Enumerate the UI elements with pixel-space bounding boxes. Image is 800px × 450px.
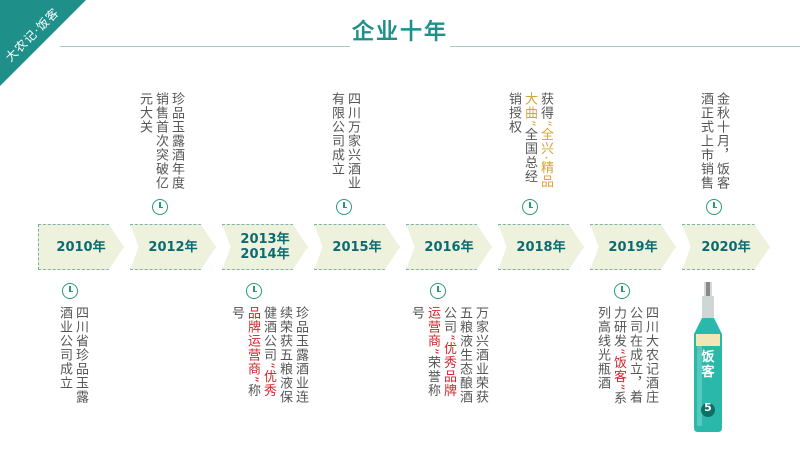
- year-2016: 2016年: [406, 224, 492, 270]
- event-2018-part-a: 获得: [538, 92, 553, 120]
- bottle-image: 饭客 5: [690, 282, 726, 436]
- clock-icon: [430, 283, 446, 299]
- bottle-label-band: [696, 334, 720, 346]
- clock-icon: [706, 199, 722, 215]
- event-2013-part-a: 珍品玉露酒业连续荣获五粮液保健酒公司: [261, 306, 308, 404]
- page-title: 企业十年: [351, 20, 448, 45]
- year-2018: 2018年: [498, 224, 584, 270]
- event-2013-part-b: 称号: [229, 306, 260, 398]
- event-2015-text: 四川万家兴酒业有限公司成立: [329, 92, 360, 190]
- bottle-label: 饭客: [701, 350, 715, 380]
- clock-icon: [152, 199, 168, 215]
- event-2016-text: 万家兴酒业荣获五粮液生态酿酒公司“优秀品牌运营商”荣誉称号: [408, 306, 488, 410]
- year-2019: 2019年: [590, 224, 676, 270]
- event-2013-highlight: “优秀品牌运营商”: [245, 306, 276, 398]
- event-2018-part-b: 全国总经销授权: [506, 92, 537, 184]
- bottle-reed: [706, 282, 710, 296]
- event-2012-text: 珍品玉露酒年度销售首次突破亿元大关: [137, 92, 184, 190]
- year-2013-2014: 2013年 2014年: [222, 224, 308, 270]
- year-2012: 2012年: [130, 224, 216, 270]
- year-2015: 2015年: [314, 224, 400, 270]
- event-2016-part-b: 荣誉称号: [409, 306, 440, 398]
- bottle-badge: [701, 403, 715, 417]
- event-2020-text: 金秋十月，饭客酒正式上市销售: [698, 92, 729, 190]
- event-2018-highlight: “全兴·精品大曲”: [522, 92, 553, 189]
- corner-ribbon: [0, 0, 86, 86]
- bottle-number: 5: [704, 401, 712, 414]
- clock-icon: [62, 283, 78, 299]
- clock-icon: [614, 283, 630, 299]
- event-2010-text: 四川省珍品玉露酒业公司成立: [57, 306, 88, 404]
- event-2019-text: 四川大农记酒庄公司在成立，着力研发“饭客”系列高线光瓶酒: [594, 306, 658, 410]
- event-2016-part-a: 万家兴酒业荣获五粮液生态酿酒公司: [441, 306, 488, 404]
- title-divider-left: [60, 46, 350, 47]
- bottle-svg: [694, 282, 722, 432]
- title-divider-right: [450, 46, 800, 47]
- event-2019-part-a: 四川大农记酒庄公司在成立，着力研发: [611, 306, 658, 404]
- clock-icon: [336, 199, 352, 215]
- bottle-highlight: [697, 338, 702, 426]
- event-2019-highlight: “饭客”: [611, 348, 626, 392]
- clock-icon: [522, 199, 538, 215]
- event-2013-text: 珍品玉露酒业连续荣获五粮液保健酒公司“优秀品牌运营商”称号: [228, 306, 308, 410]
- year-2010: 2010年: [38, 224, 124, 270]
- clock-icon: [246, 283, 262, 299]
- event-2016-highlight: “优秀品牌运营商”: [425, 306, 456, 398]
- bottle-neck: [702, 296, 714, 318]
- event-2018-text: 获得“全兴·精品大曲”全国总经销授权: [505, 92, 553, 196]
- event-2019-part-b: 系列高线光瓶酒: [595, 306, 626, 406]
- year-2020: 2020年: [682, 224, 770, 270]
